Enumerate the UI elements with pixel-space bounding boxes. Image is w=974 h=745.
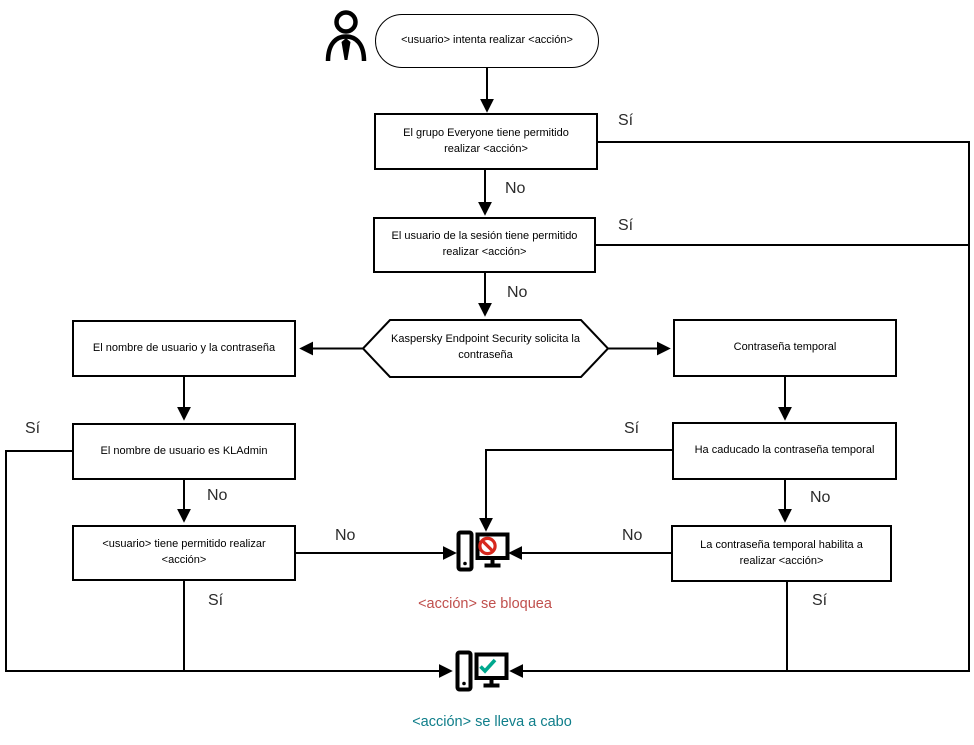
node-kes-prompt-hexagon	[361, 319, 610, 378]
node-start: <usuario> intenta realizar <acción>	[375, 14, 599, 68]
edge-everyone-yes-to-allowed	[509, 141, 970, 678]
node-kes-prompt: Kaspersky Endpoint Security solicita la …	[375, 324, 596, 372]
prohibition-icon	[478, 536, 497, 556]
checkmark-icon	[479, 658, 497, 674]
edge-label-session-yes: Sí	[618, 217, 634, 234]
edge-label-kladmin-no: No	[207, 487, 228, 504]
edge-label-userallowed-no: No	[335, 527, 356, 544]
edge-label-expired-no: No	[810, 489, 831, 506]
edge-label-session-no: No	[507, 284, 528, 301]
edge-expired-yes-to-blocked	[479, 449, 672, 532]
edge-label-enables-yes: Sí	[812, 592, 828, 609]
node-username-kladmin: El nombre de usuario es KLAdmin	[72, 423, 296, 480]
node-group-everyone-label: El grupo Everyone tiene permitido realiz…	[403, 126, 569, 155]
node-temp-expired-label: Ha caducado la contraseña temporal	[694, 444, 875, 457]
blocked-caption: <acción> se bloquea	[418, 596, 552, 612]
node-session-user: El usuario de la sesión tiene permitido …	[373, 217, 596, 273]
node-temp-enables-label: La contraseña temporal habilita a realiz…	[700, 538, 863, 567]
node-group-everyone: El grupo Everyone tiene permitido realiz…	[374, 113, 598, 170]
allowed-caption: <acción> se lleva a cabo	[412, 714, 572, 730]
edge-label-everyone-yes: Sí	[618, 112, 634, 129]
node-user-allowed: <usuario> tiene permitido realizar <acci…	[72, 525, 296, 581]
computer-allowed-icon	[455, 650, 509, 692]
node-temp-password-label: Contraseña temporal	[733, 341, 837, 354]
computer-blocked-icon	[456, 530, 510, 572]
edge-label-kladmin-yes: Sí	[25, 420, 41, 437]
node-username-password: El nombre de usuario y la contraseña	[72, 320, 296, 377]
edge-label-userallowed-yes: Sí	[208, 592, 224, 609]
edge-kladmin-yes-to-allowed	[5, 450, 453, 678]
node-username-password-label: El nombre de usuario y la contraseña	[92, 341, 276, 354]
node-start-label: <usuario> intenta realizar <acción>	[401, 34, 573, 47]
node-session-user-label: El usuario de la sesión tiene permitido …	[391, 230, 578, 258]
person-icon	[325, 10, 367, 62]
node-temp-expired: Ha caducado la contraseña temporal	[672, 422, 897, 480]
edge-label-expired-yes: Sí	[624, 420, 640, 437]
node-temp-password: Contraseña temporal	[673, 319, 897, 377]
edge-label-everyone-no: No	[505, 180, 526, 197]
node-temp-enables: La contraseña temporal habilita a realiz…	[671, 525, 892, 582]
node-username-kladmin-label: El nombre de usuario es KLAdmin	[100, 444, 268, 457]
node-user-allowed-label: <usuario> tiene permitido realizar <acci…	[102, 538, 266, 566]
edge-label-enables-no: No	[622, 527, 643, 544]
node-kes-prompt-label: Kaspersky Endpoint Security solicita la …	[391, 333, 580, 361]
